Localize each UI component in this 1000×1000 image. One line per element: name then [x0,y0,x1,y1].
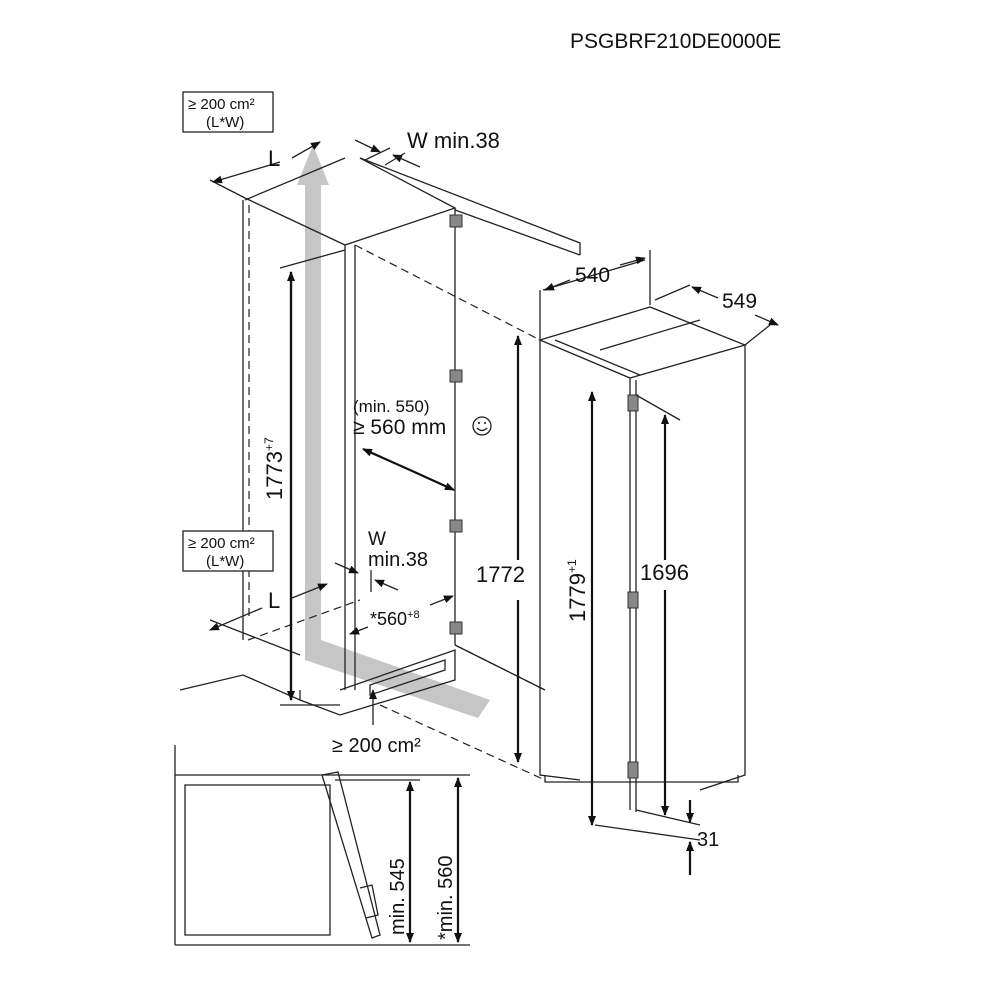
niche-width: *560+8 [370,609,420,629]
niche-depth-min: (min. 550) [353,397,430,416]
door-hinges [627,394,639,779]
vent-mid-length: L [268,588,280,613]
appliance-width: 540 [575,264,610,287]
vent-mid-area: ≥ 200 cm² [188,535,255,552]
vent-mid-box [182,530,274,572]
hinges [449,214,463,635]
appliance-height-total: 1772 [476,562,525,587]
vent-top-formula: (L*W) [206,114,244,131]
model-code: PSGBRF210DE0000E [570,30,781,53]
plinth-vent-area: ≥ 200 cm² [332,735,421,757]
vent-top-width: W min.38 [407,128,500,153]
section-view [174,745,470,946]
vent-mid-formula: (L*W) [206,553,244,570]
vent-top-area: ≥ 200 cm² [188,96,255,113]
vent-mid-width-1: W [368,529,386,550]
cabinet-niche [179,157,581,781]
vent-mid-width-2: min.38 [368,549,428,571]
vent-top-length: L [268,146,280,171]
section-min-545: min. 545 [387,858,409,935]
door-offset: 31 [697,829,719,851]
appliance-height-inner: 1696 [640,560,689,585]
vent-top-box [182,91,274,133]
appliance-height-door: 1779+1 [565,559,590,622]
smiley-icon [472,416,492,436]
section-min-560: *min. 560 [435,856,457,941]
appliance-depth: 549 [722,290,757,313]
niche-depth-rec: ≥ 560 mm [353,416,446,439]
niche-height: 1773+7 [262,437,287,500]
